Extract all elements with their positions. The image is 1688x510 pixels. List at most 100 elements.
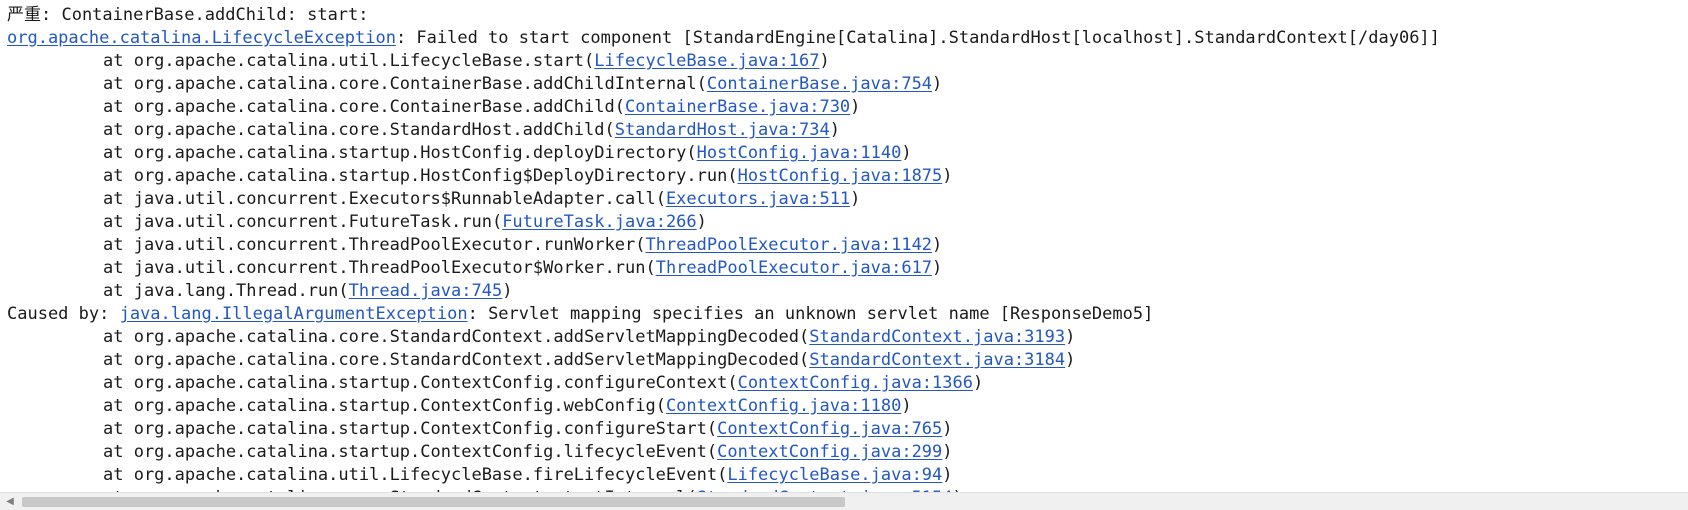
stack-frame-method: at org.apache.catalina.util.LifecycleBas… — [103, 51, 585, 71]
scroll-left-arrow-icon[interactable]: ◀ — [6, 496, 14, 507]
stack-frame-method: at org.apache.catalina.core.ContainerBas… — [103, 97, 615, 117]
paren-close: ) — [942, 419, 953, 439]
stack-frame: at org.apache.catalina.core.StandardHost… — [7, 119, 1688, 142]
source-location-link[interactable]: LifecycleBase.java:167 — [594, 51, 820, 71]
paren-open: ( — [727, 373, 738, 393]
stack-frame-method: at java.lang.Thread.run — [103, 281, 339, 301]
paren-close: ) — [942, 442, 953, 462]
exception-class-link[interactable]: org.apache.catalina.LifecycleException — [7, 28, 396, 48]
stack-frame: at org.apache.catalina.startup.HostConfi… — [7, 165, 1688, 188]
paren-open: ( — [686, 488, 696, 492]
paren-close: ) — [829, 120, 840, 140]
stack-frame-method: at org.apache.catalina.startup.ContextCo… — [103, 442, 707, 462]
stack-frame-method: at org.apache.catalina.util.LifecycleBas… — [103, 465, 718, 485]
stack-frame: at java.util.concurrent.Executors$Runnab… — [7, 188, 1688, 211]
paren-open: ( — [645, 258, 656, 278]
stack-frame: at org.apache.catalina.startup.ContextCo… — [7, 441, 1688, 464]
horizontal-scrollbar[interactable]: ◀ — [0, 492, 1688, 510]
paren-close: ) — [942, 465, 953, 485]
cause-class-link[interactable]: java.lang.IllegalArgumentException — [119, 304, 468, 324]
paren-close: ) — [1065, 350, 1076, 370]
paren-open: ( — [798, 327, 810, 347]
stack-frame-method: at org.apache.catalina.core.StandardCont… — [103, 327, 799, 347]
stack-frame: at org.apache.catalina.core.StandardCont… — [7, 326, 1688, 349]
source-location-link[interactable]: ContainerBase.java:730 — [625, 97, 851, 117]
source-location-link[interactable]: FutureTask.java:266 — [502, 212, 697, 232]
stack-frame-method: at org.apache.catalina.startup.HostConfi… — [103, 166, 728, 186]
paren-open: ( — [717, 465, 728, 485]
paren-close: ) — [850, 97, 861, 117]
paren-open: ( — [614, 97, 625, 117]
source-location-link[interactable]: StandardContext.java:3184 — [809, 350, 1066, 370]
stack-frame-method: at org.apache.catalina.core.ContainerBas… — [103, 74, 697, 94]
stack-frame-method: at org.apache.catalina.core.StandardCont… — [103, 488, 686, 492]
stack-frame: at org.apache.catalina.util.LifecycleBas… — [7, 464, 1688, 487]
source-location-link[interactable]: ContextConfig.java:1366 — [737, 373, 973, 393]
stack-frame: at org.apache.catalina.core.ContainerBas… — [7, 96, 1688, 119]
stack-frame: at org.apache.catalina.core.StandardCont… — [7, 349, 1688, 372]
caused-by-line: Caused by: java.lang.IllegalArgumentExce… — [7, 303, 1688, 326]
paren-open: ( — [798, 350, 810, 370]
exception-message: : Failed to start component [StandardEng… — [395, 28, 1440, 48]
stack-frame: at java.util.concurrent.ThreadPoolExecut… — [7, 257, 1688, 280]
stack-frame-method: at org.apache.catalina.startup.HostConfi… — [103, 143, 687, 163]
paren-close: ) — [972, 373, 984, 393]
paren-open: ( — [584, 51, 595, 71]
stack-frame: at org.apache.catalina.core.ContainerBas… — [7, 73, 1688, 96]
source-location-link[interactable]: ContextConfig.java:1180 — [665, 396, 902, 416]
source-location-link[interactable]: Executors.java:511 — [665, 189, 851, 209]
source-location-link[interactable]: StandardContext.java:3193 — [809, 327, 1066, 347]
stack-frame-method: at java.util.concurrent.FutureTask.run — [103, 212, 492, 232]
paren-close: ) — [819, 51, 830, 71]
source-location-link[interactable]: ContainerBase.java:754 — [706, 74, 933, 94]
paren-close: ) — [850, 189, 861, 209]
paren-close: ) — [901, 143, 912, 163]
source-location-link[interactable]: HostConfig.java:1140 — [696, 143, 902, 163]
stack-frame-method: at java.util.concurrent.Executors$Runnab… — [103, 189, 656, 209]
source-location-link[interactable]: StandardHost.java:734 — [614, 120, 830, 140]
source-location-link[interactable]: ThreadPoolExecutor.java:617 — [655, 258, 933, 278]
stack-frame-method: at org.apache.catalina.core.StandardHost… — [103, 120, 605, 140]
stack-frame: at java.util.concurrent.ThreadPoolExecut… — [7, 234, 1688, 257]
stack-frame: at org.apache.catalina.startup.ContextCo… — [7, 372, 1688, 395]
source-location-link[interactable]: Thread.java:745 — [348, 281, 503, 301]
paren-open: ( — [338, 281, 349, 301]
scrollbar-thumb[interactable] — [22, 497, 845, 507]
paren-open: ( — [686, 143, 697, 163]
paren-close: ) — [942, 166, 953, 186]
paren-open: ( — [655, 396, 666, 416]
caused-by-prefix: Caused by: — [7, 304, 120, 324]
paren-close: ) — [1065, 327, 1076, 347]
stack-frame: at java.util.concurrent.FutureTask.run(F… — [7, 211, 1688, 234]
stack-frame: at org.apache.catalina.startup.HostConfi… — [7, 142, 1688, 165]
stack-frame-method: at java.util.concurrent.ThreadPoolExecut… — [103, 235, 636, 255]
stack-frame-method: at org.apache.catalina.startup.ContextCo… — [103, 419, 707, 439]
source-location-link[interactable]: ThreadPoolExecutor.java:1142 — [645, 235, 933, 255]
paren-open: ( — [706, 419, 718, 439]
paren-close: ) — [901, 396, 912, 416]
stack-frame: at org.apache.catalina.util.LifecycleBas… — [7, 50, 1688, 73]
paren-open: ( — [635, 235, 646, 255]
console-output[interactable]: 严重: ContainerBase.addChild: start: org.ap… — [0, 0, 1688, 492]
stack-frame-method: at java.util.concurrent.ThreadPoolExecut… — [103, 258, 646, 278]
source-location-link[interactable]: StandardContext.java:5154 — [697, 488, 953, 492]
paren-close: ) — [932, 74, 943, 94]
stack-frame: at org.apache.catalina.startup.ContextCo… — [7, 418, 1688, 441]
stack-frame: at java.lang.Thread.run(Thread.java:745) — [7, 280, 1688, 303]
source-location-link[interactable]: ContextConfig.java:765 — [717, 419, 943, 439]
paren-open: ( — [604, 120, 615, 140]
paren-open: ( — [727, 166, 738, 186]
source-location-link[interactable]: LifecycleBase.java:94 — [727, 465, 943, 485]
stack-frame: at org.apache.catalina.core.StandardCont… — [7, 487, 1688, 492]
cause-message: : Servlet mapping specifies an unknown s… — [467, 304, 1154, 324]
paren-close: ) — [502, 281, 513, 301]
stack-frame: at org.apache.catalina.startup.ContextCo… — [7, 395, 1688, 418]
paren-open: ( — [655, 189, 666, 209]
source-location-link[interactable]: ContextConfig.java:299 — [717, 442, 943, 462]
log-lines: 严重: ContainerBase.addChild: start: org.ap… — [7, 4, 1688, 492]
paren-open: ( — [491, 212, 503, 232]
source-location-link[interactable]: HostConfig.java:1875 — [737, 166, 943, 186]
log-header: 严重: ContainerBase.addChild: start: — [7, 5, 369, 25]
paren-open: ( — [706, 442, 718, 462]
paren-close: ) — [953, 488, 963, 492]
